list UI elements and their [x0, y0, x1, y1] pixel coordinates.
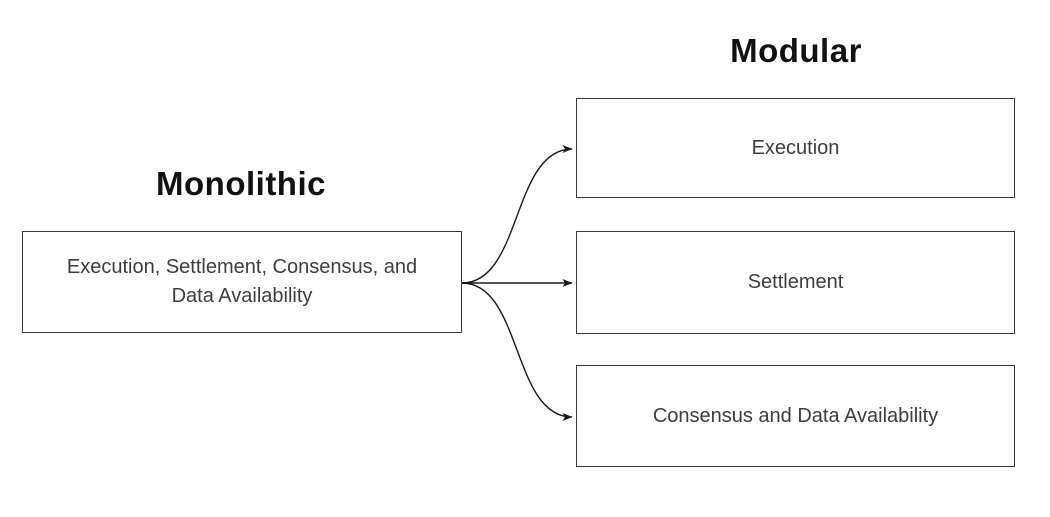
arrow-to-execution: [461, 145, 573, 284]
modular-box-consensus-da-label: Consensus and Data Availability: [652, 404, 939, 427]
monolithic-box-label-line-2: Data Availability: [171, 285, 313, 307]
modular-box-consensus-da: Consensus and Data Availability: [576, 365, 1015, 467]
modular-box-settlement: Settlement: [576, 231, 1015, 334]
modular-heading: Modular: [730, 32, 862, 69]
modular-box-execution: Execution: [576, 98, 1015, 198]
modular-box-settlement-label: Settlement: [747, 271, 844, 293]
monolithic-box-label-line-1: Execution, Settlement, Consensus, and: [66, 256, 418, 278]
modular-box-execution-label: Execution: [751, 136, 840, 159]
arrow-to-consensus-da: [461, 282, 573, 421]
monolithic-heading: Monolithic: [156, 165, 326, 202]
monolithic-box: Execution, Settlement, Consensus, and Da…: [22, 231, 462, 333]
